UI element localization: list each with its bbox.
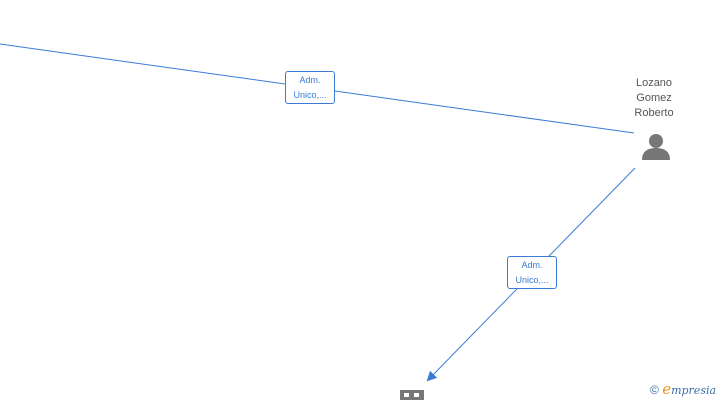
- person-icon[interactable]: [641, 132, 671, 162]
- edge-label-line2: Unico,...: [515, 275, 549, 285]
- edge-label-line2: Unico,...: [293, 90, 327, 100]
- edge-label-bottom[interactable]: Adm. Unico,...: [507, 256, 557, 289]
- person-name-line3: Roberto: [634, 107, 674, 119]
- person-name-line2: Gomez: [636, 92, 672, 104]
- person-name-line1: Lozano: [635, 77, 673, 89]
- edge-label-top[interactable]: Adm. Unico,...: [285, 71, 335, 104]
- edge-label-line1: Adm.: [299, 75, 321, 85]
- copyright-icon: ©: [650, 383, 659, 397]
- company-building-icon[interactable]: [400, 389, 426, 400]
- brand-logo-initial: e: [662, 380, 672, 398]
- brand-logo-text: mpresia: [671, 384, 717, 397]
- edge-label-line1: Adm.: [521, 260, 543, 270]
- person-name-label[interactable]: Lozano Gomez Roberto: [616, 76, 692, 121]
- footer-brand: © empresia: [650, 380, 716, 398]
